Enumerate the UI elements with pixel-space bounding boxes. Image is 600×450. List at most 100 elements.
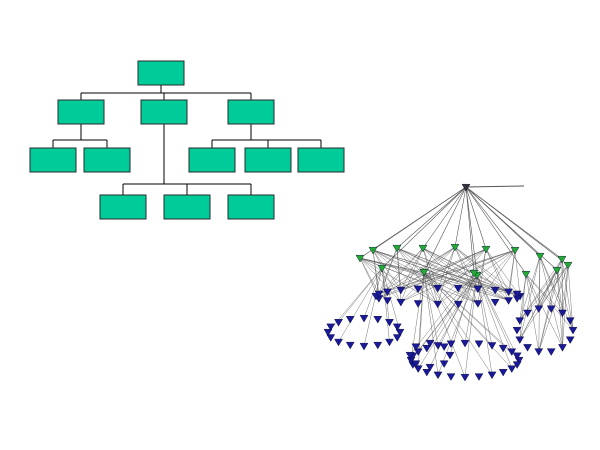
- cone-link: [409, 272, 475, 356]
- triangle-down-icon: [368, 246, 378, 255]
- triangle-down-icon: [385, 338, 394, 347]
- cone-link: [327, 267, 383, 333]
- cone-link: [396, 247, 478, 289]
- triangle-down-icon: [568, 327, 578, 335]
- triangle-down-icon: [326, 334, 336, 342]
- triangle-down-icon: [523, 309, 532, 318]
- cone-link: [423, 271, 466, 344]
- cone-link: [359, 257, 438, 305]
- cone-link: [477, 249, 516, 304]
- triangle-down-icon: [473, 285, 483, 294]
- cone-link: [454, 186, 467, 248]
- cone-link: [514, 249, 521, 297]
- org-node-box: [140, 99, 188, 125]
- org-node-box: [227, 194, 275, 220]
- triangle-down-icon: [453, 300, 463, 309]
- triangle-down-icon: [546, 305, 556, 313]
- cone-link: [418, 271, 425, 352]
- triangle-down-icon: [563, 262, 573, 270]
- cone-link: [465, 186, 478, 276]
- cone-link: [464, 274, 478, 378]
- triangle-down-icon: [373, 316, 383, 324]
- cone-link: [372, 186, 467, 251]
- cone-link: [454, 246, 479, 304]
- cone-link: [538, 269, 558, 352]
- triangle-down-icon: [392, 323, 402, 332]
- cone-link: [381, 186, 467, 269]
- cone-root-icon: [461, 183, 471, 192]
- cone-link: [519, 273, 527, 321]
- triangle-down-icon: [512, 290, 522, 299]
- cone-link: [422, 247, 509, 292]
- triangle-down-icon: [422, 344, 432, 353]
- triangle-down-icon: [546, 348, 556, 356]
- triangle-down-icon: [473, 300, 483, 308]
- triangle-down-icon: [521, 271, 531, 279]
- triangle-down-icon: [460, 374, 470, 382]
- triangle-down-icon: [523, 344, 532, 352]
- cone-link: [556, 269, 563, 348]
- cone-link: [519, 255, 541, 321]
- cone-link: [378, 248, 487, 294]
- cone-link: [400, 249, 516, 291]
- cone-link: [476, 274, 520, 361]
- triangle-down-icon: [534, 305, 544, 313]
- triangle-down-icon: [413, 348, 423, 356]
- triangle-down-icon: [453, 285, 463, 293]
- cone-link: [400, 248, 487, 291]
- cone-link: [538, 264, 569, 309]
- triangle-down-icon: [433, 285, 443, 293]
- triangle-down-icon: [433, 342, 443, 350]
- cone-link: [437, 274, 478, 375]
- cone-link: [378, 247, 424, 294]
- triangle-down-icon: [558, 309, 567, 318]
- triangle-down-icon: [445, 352, 455, 360]
- cone-link: [372, 249, 438, 289]
- cone-link: [381, 267, 390, 342]
- triangle-down-icon: [323, 329, 333, 337]
- org-node-box: [83, 147, 131, 173]
- cone-link: [454, 246, 479, 289]
- triangle-down-icon: [345, 316, 355, 324]
- cone-link: [429, 272, 475, 368]
- triangle-down-icon: [345, 341, 355, 350]
- triangle-down-icon: [326, 323, 336, 332]
- org-node-box: [244, 147, 292, 173]
- cone-link: [477, 248, 487, 289]
- cone-link: [396, 186, 467, 249]
- triangle-down-icon: [504, 297, 513, 305]
- cone-link: [538, 258, 563, 352]
- cone-link: [422, 247, 479, 289]
- cone-link: [465, 186, 475, 274]
- triangle-down-icon: [377, 265, 387, 273]
- triangle-down-icon: [411, 343, 421, 351]
- cone-link: [400, 246, 456, 303]
- triangle-down-icon: [552, 267, 562, 275]
- cone-link: [363, 267, 383, 347]
- triangle-down-icon: [411, 360, 421, 368]
- triangle-down-icon: [460, 340, 470, 348]
- triangle-down-icon: [515, 336, 525, 344]
- cone-link: [378, 246, 456, 294]
- triangle-down-icon: [395, 329, 405, 337]
- cone-link: [423, 271, 493, 346]
- cone-link: [519, 264, 569, 340]
- triangle-down-icon: [469, 270, 479, 278]
- cone-link: [477, 248, 487, 304]
- org-node-box: [227, 99, 275, 125]
- triangle-down-icon: [392, 334, 402, 342]
- org-node-box: [297, 147, 345, 173]
- cone-link: [423, 186, 467, 273]
- cone-link: [400, 246, 456, 291]
- triangle-down-icon: [392, 244, 402, 253]
- cone-link: [465, 185, 525, 188]
- cone-link: [338, 267, 383, 343]
- cone-link: [396, 247, 438, 289]
- cone-link: [423, 271, 439, 346]
- triangle-down-icon: [510, 246, 520, 255]
- triangle-down-icon: [383, 288, 392, 297]
- triangle-down-icon: [446, 373, 456, 381]
- triangle-down-icon: [474, 373, 484, 381]
- cone-link: [338, 267, 383, 323]
